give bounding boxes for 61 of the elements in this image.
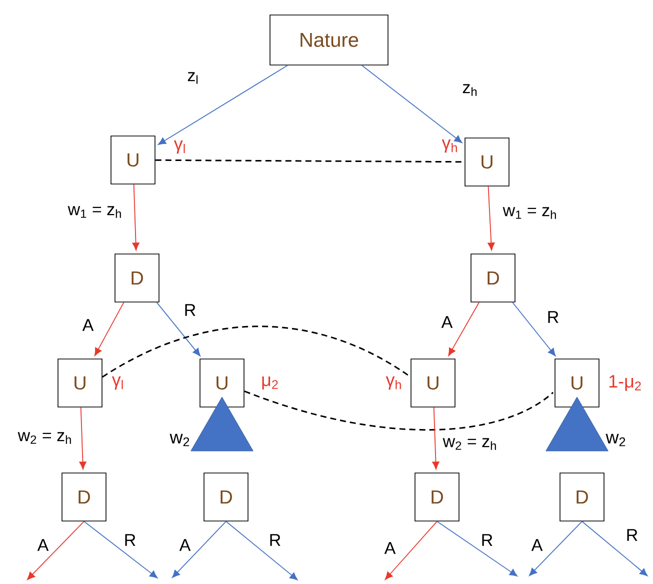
- edge-label: A: [440, 315, 454, 329]
- player-box: U: [410, 358, 456, 408]
- player-box: U: [110, 136, 156, 184]
- beside-label: γ$_{h}$: [386, 376, 401, 390]
- edge-label: R: [546, 310, 560, 324]
- player-box: D: [414, 472, 460, 522]
- player-box: D: [470, 254, 516, 302]
- arrow: [384, 520, 438, 580]
- arrow: [94, 302, 124, 356]
- arrow: [448, 302, 480, 356]
- arrow: [361, 64, 462, 143]
- arrow: [512, 302, 556, 356]
- arrow: [156, 302, 200, 356]
- edge-label: A: [530, 538, 544, 552]
- player-box: D: [204, 472, 248, 522]
- edge-label: R: [268, 533, 282, 547]
- beside-label: w$_{2}$: [170, 434, 190, 446]
- beside-label: w$_{2}$: [606, 434, 626, 446]
- arrow: [158, 64, 288, 145]
- subtree-triangle: [190, 396, 254, 452]
- arrow: [582, 520, 648, 576]
- edge-label: w$_{1}$ = z$_{h}$: [66, 205, 124, 219]
- edge-label: w$_{2}$ = z$_{h}$: [442, 437, 498, 451]
- player-box: U: [200, 358, 244, 408]
- edge-label: R: [480, 533, 494, 547]
- beside-label: γ$_{h}$: [442, 139, 457, 153]
- arrow: [432, 406, 440, 470]
- info-set-line: [102, 326, 410, 378]
- arrow: [488, 186, 495, 250]
- edge-label: R: [624, 528, 640, 542]
- arrow: [529, 520, 582, 576]
- edge-label: A: [178, 538, 192, 552]
- arrow: [172, 520, 226, 578]
- edge-label: R: [182, 303, 198, 317]
- arrow: [436, 520, 518, 576]
- info-set-line: [244, 390, 554, 431]
- beside-label: γ$_{l}$: [112, 376, 123, 390]
- player-box: U: [58, 358, 102, 408]
- edge-label: w$_{1}$ = z$_{h}$: [502, 206, 558, 220]
- arrow: [27, 520, 84, 580]
- arrow: [79, 406, 86, 470]
- player-box: U: [554, 358, 600, 408]
- beside-label: μ$_{2}$: [262, 376, 278, 390]
- player-box: D: [560, 472, 604, 522]
- nature-box: Nature: [270, 14, 388, 66]
- beside-label: γ$_{l}$: [174, 140, 185, 154]
- edge-label: z$_{h}$: [461, 83, 479, 97]
- edge-label: A: [81, 318, 95, 332]
- edge-label: A: [36, 538, 50, 552]
- beside-label: 1-μ$_{2}$: [609, 375, 641, 391]
- player-box: D: [114, 254, 160, 302]
- edge-label: A: [383, 541, 397, 555]
- player-box: U: [464, 138, 510, 186]
- edge-label: R: [122, 533, 138, 547]
- arrow: [226, 520, 298, 580]
- arrow: [132, 184, 140, 250]
- player-box: D: [62, 472, 106, 522]
- info-set-line: [155, 159, 463, 163]
- edge-label: z$_{l}$: [186, 71, 200, 85]
- edge-label: w$_{2}$ = z$_{h}$: [16, 431, 74, 445]
- arrow: [84, 520, 158, 578]
